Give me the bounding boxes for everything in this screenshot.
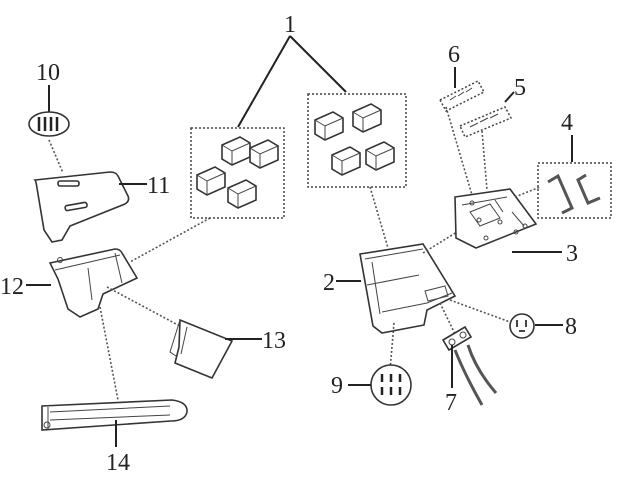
connector-plate-6[interactable] <box>438 80 486 112</box>
cover-slot <box>64 201 88 212</box>
battery-cell <box>352 103 382 133</box>
pad-body <box>174 318 234 380</box>
battery-box-2[interactable] <box>359 243 457 334</box>
battery-cell <box>227 179 257 209</box>
handle-icon <box>547 173 574 215</box>
callout-5: 5 <box>504 75 526 103</box>
lid-body <box>454 188 538 249</box>
battery-cell <box>365 141 395 171</box>
handle-icon <box>576 173 601 205</box>
callout-10: 10 <box>36 60 60 113</box>
callout-label-6: 6 <box>448 42 460 68</box>
callout-7: 7 <box>445 345 457 416</box>
dotted-group-box <box>438 80 486 112</box>
callout-label-10: 10 <box>36 60 60 86</box>
screw-icon <box>37 117 59 131</box>
dotted-leader <box>129 217 211 263</box>
battery-cell <box>196 166 226 196</box>
callout-4: 4 <box>561 110 573 162</box>
wire-icon <box>453 349 484 406</box>
pad-13[interactable] <box>169 318 234 380</box>
leader-line <box>289 35 347 93</box>
battery-cell <box>221 136 251 166</box>
callout-label-11: 11 <box>147 173 170 199</box>
callout-label-8: 8 <box>565 314 577 340</box>
dotted-leader <box>514 186 541 198</box>
dotted-group-box <box>307 93 407 188</box>
screw-set-outline <box>370 364 412 406</box>
screw-set-10[interactable] <box>28 111 70 137</box>
strap-body <box>41 399 188 431</box>
cover-11[interactable] <box>33 171 130 243</box>
battery-cell <box>249 139 279 169</box>
callout-2: 2 <box>323 270 361 296</box>
callout-label-2: 2 <box>323 270 335 296</box>
callout-6: 6 <box>448 42 460 88</box>
callout-14: 14 <box>106 420 130 476</box>
dotted-leader <box>449 299 511 323</box>
callout-label-3: 3 <box>566 241 578 267</box>
battery-cells-group-left[interactable] <box>190 127 285 219</box>
housing-body <box>48 248 139 318</box>
battery-cell <box>331 146 361 176</box>
callout-label-13: 13 <box>262 328 286 354</box>
bracket-housing-12[interactable] <box>48 248 139 318</box>
callout-label-14: 14 <box>106 450 130 476</box>
dotted-group-box <box>537 162 612 219</box>
strap-14[interactable] <box>41 399 188 431</box>
leader-line <box>237 35 291 128</box>
dotted-group-box <box>190 127 285 219</box>
callout-12: 12 <box>0 274 51 300</box>
callout-label-12: 12 <box>0 274 24 300</box>
callout-13: 13 <box>225 328 286 354</box>
fastener-outline <box>509 313 535 339</box>
callout-label-1: 1 <box>284 12 296 38</box>
handles-4[interactable] <box>537 162 612 219</box>
dotted-leader <box>481 130 488 191</box>
box-body <box>359 243 457 334</box>
callout-1: 1 <box>237 12 347 128</box>
callout-9: 9 <box>331 373 371 399</box>
wiring-harness-7[interactable] <box>441 325 498 406</box>
terminal-block <box>441 325 473 352</box>
screw-icon <box>380 374 402 395</box>
dotted-leader <box>106 286 179 326</box>
callout-label-5: 5 <box>514 75 526 101</box>
callout-3: 3 <box>512 241 578 267</box>
callout-label-7: 7 <box>445 390 457 416</box>
dotted-leader <box>439 302 456 335</box>
dotted-leader <box>445 106 473 196</box>
battery-box-lid-3[interactable] <box>454 188 538 249</box>
dotted-leader <box>99 306 119 401</box>
wire-icon <box>466 344 498 394</box>
dotted-leader <box>48 139 64 174</box>
dotted-group-box <box>458 106 513 138</box>
callout-label-9: 9 <box>331 373 343 399</box>
screw-set-9[interactable] <box>370 364 412 406</box>
battery-cell <box>314 111 344 141</box>
connector-plate-5[interactable] <box>458 106 513 138</box>
callout-8: 8 <box>535 314 577 340</box>
dotted-leader <box>369 186 389 249</box>
leader-line <box>504 91 515 103</box>
fastener-set-8[interactable] <box>509 313 535 339</box>
cover-slot <box>57 180 80 187</box>
callout-11: 11 <box>119 173 170 199</box>
callout-label-4: 4 <box>561 110 573 136</box>
screw-set-outline <box>28 111 70 137</box>
battery-cells-group-right[interactable] <box>307 93 407 188</box>
